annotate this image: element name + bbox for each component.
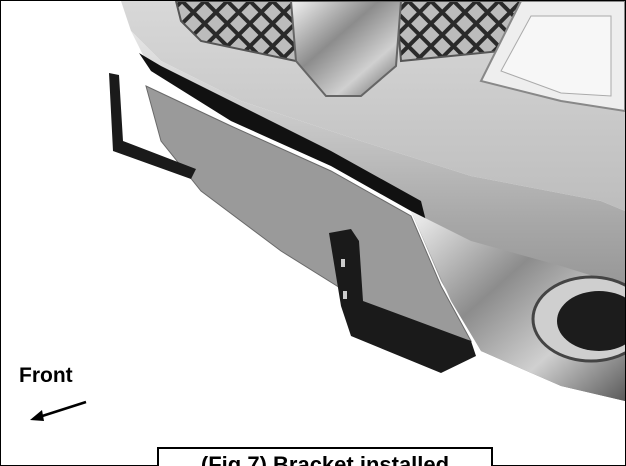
- bracket-hole-upper: [341, 259, 345, 267]
- right-bracket: [329, 229, 476, 373]
- arrow-left-down-icon: [30, 400, 87, 421]
- left-bracket: [109, 73, 196, 179]
- figure-caption-box: (Fig.7) Bracket installed: [157, 447, 493, 466]
- intake-slot: [139, 53, 431, 241]
- figure-caption: (Fig.7) Bracket installed: [200, 452, 450, 466]
- fog-light: [557, 291, 625, 351]
- grille-left: [174, 1, 303, 63]
- direction-label: Front: [19, 364, 73, 387]
- headlight-lens: [500, 15, 612, 97]
- grille-center-bar: [289, 1, 403, 97]
- bracket-hole-lower: [343, 291, 347, 299]
